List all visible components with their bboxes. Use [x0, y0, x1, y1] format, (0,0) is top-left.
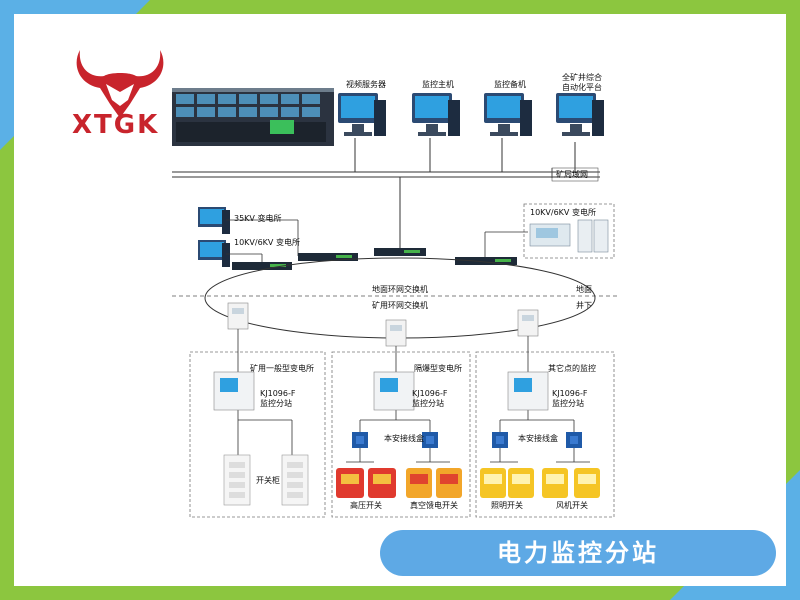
station-other — [507, 371, 549, 411]
brand-name: XTGK — [72, 110, 160, 140]
junction-label: 本安接线盒 — [384, 434, 424, 443]
mine-switch-left — [227, 302, 249, 330]
vacuum-feeder-switch-icon — [436, 468, 462, 498]
bull-logo-icon — [76, 50, 164, 118]
ring-label: 地面环网交换机 — [372, 285, 428, 294]
mine-switch-center — [385, 319, 407, 347]
device-label: 照明开关 — [491, 501, 523, 510]
server-label: 全矿井综合 自动化平台 — [562, 73, 602, 92]
device-label: 真空馈电开关 — [410, 501, 458, 510]
junction-box-icon — [352, 432, 368, 448]
lan-bus — [172, 138, 600, 248]
switch-cabinet-1 — [223, 454, 251, 506]
content-card — [14, 14, 786, 586]
high-voltage-switch-icon — [336, 468, 364, 498]
server-label: 监控主机 — [422, 80, 454, 89]
zone-label: 井下 — [576, 301, 592, 310]
station-label: KJ1096-F 监控分站 — [552, 389, 588, 408]
right-substation-box — [523, 203, 615, 259]
mine-switch-right — [517, 309, 539, 337]
substation-label: 10KV/6KV 变电所 — [530, 208, 596, 217]
server-monitor-backup — [484, 93, 532, 136]
group-title: 隔爆型变电所 — [414, 364, 462, 373]
group-title: 矿用一般型变电所 — [250, 364, 314, 373]
substation-35kv-monitor — [198, 207, 230, 234]
server-label: 监控备机 — [494, 80, 526, 89]
high-voltage-switch-icon — [368, 468, 396, 498]
station-label: KJ1096-F 监控分站 — [412, 389, 448, 408]
junction-label: 本安接线盒 — [518, 434, 558, 443]
ground-switch-1 — [232, 262, 292, 270]
ground-switch-3 — [374, 248, 426, 256]
fan-switch-icon — [574, 468, 600, 498]
ground-switch-2 — [298, 253, 358, 261]
server-label: 视频服务器 — [346, 80, 386, 89]
server-monitor-host — [412, 93, 460, 136]
substation-10kv-monitor — [198, 240, 230, 267]
station-explosion-proof — [373, 371, 415, 411]
lan-label-box — [551, 167, 599, 182]
device-label: 高压开关 — [350, 501, 382, 510]
ground-switch-4 — [455, 257, 517, 265]
lan-label: 矿局域网 — [556, 170, 588, 179]
station-label: KJ1096-F 监控分站 — [260, 389, 296, 408]
vacuum-feeder-switch-icon — [406, 468, 432, 498]
substation-label: 35KV 变电所 — [234, 214, 282, 223]
device-label: 风机开关 — [556, 501, 588, 510]
group-box-explosion-proof — [331, 351, 471, 518]
junction-box-icon — [422, 432, 438, 448]
group-title: 其它点的监控 — [548, 364, 596, 373]
junction-box-icon — [566, 432, 582, 448]
junction-box-icon — [492, 432, 508, 448]
group-box-other — [475, 351, 615, 518]
right-substation-device — [529, 219, 609, 253]
server-automation-platform — [556, 93, 604, 136]
fan-switch-icon — [542, 468, 568, 498]
ring-label: 矿用环网交换机 — [372, 301, 428, 310]
lighting-switch-icon — [508, 468, 534, 498]
substation-label: 10KV/6KV 变电所 — [234, 238, 300, 247]
banner-title: 电力监控分站 — [497, 539, 659, 567]
title-banner: 电力监控分站 — [380, 530, 776, 576]
station-general — [213, 371, 255, 411]
server-video — [338, 93, 386, 136]
zone-label: 地面 — [576, 285, 592, 294]
device-label: 开关柜 — [256, 476, 280, 485]
video-wall-photo — [172, 88, 334, 146]
lighting-switch-icon — [480, 468, 506, 498]
switch-cabinet-2 — [281, 454, 309, 506]
group-box-general — [189, 351, 326, 518]
